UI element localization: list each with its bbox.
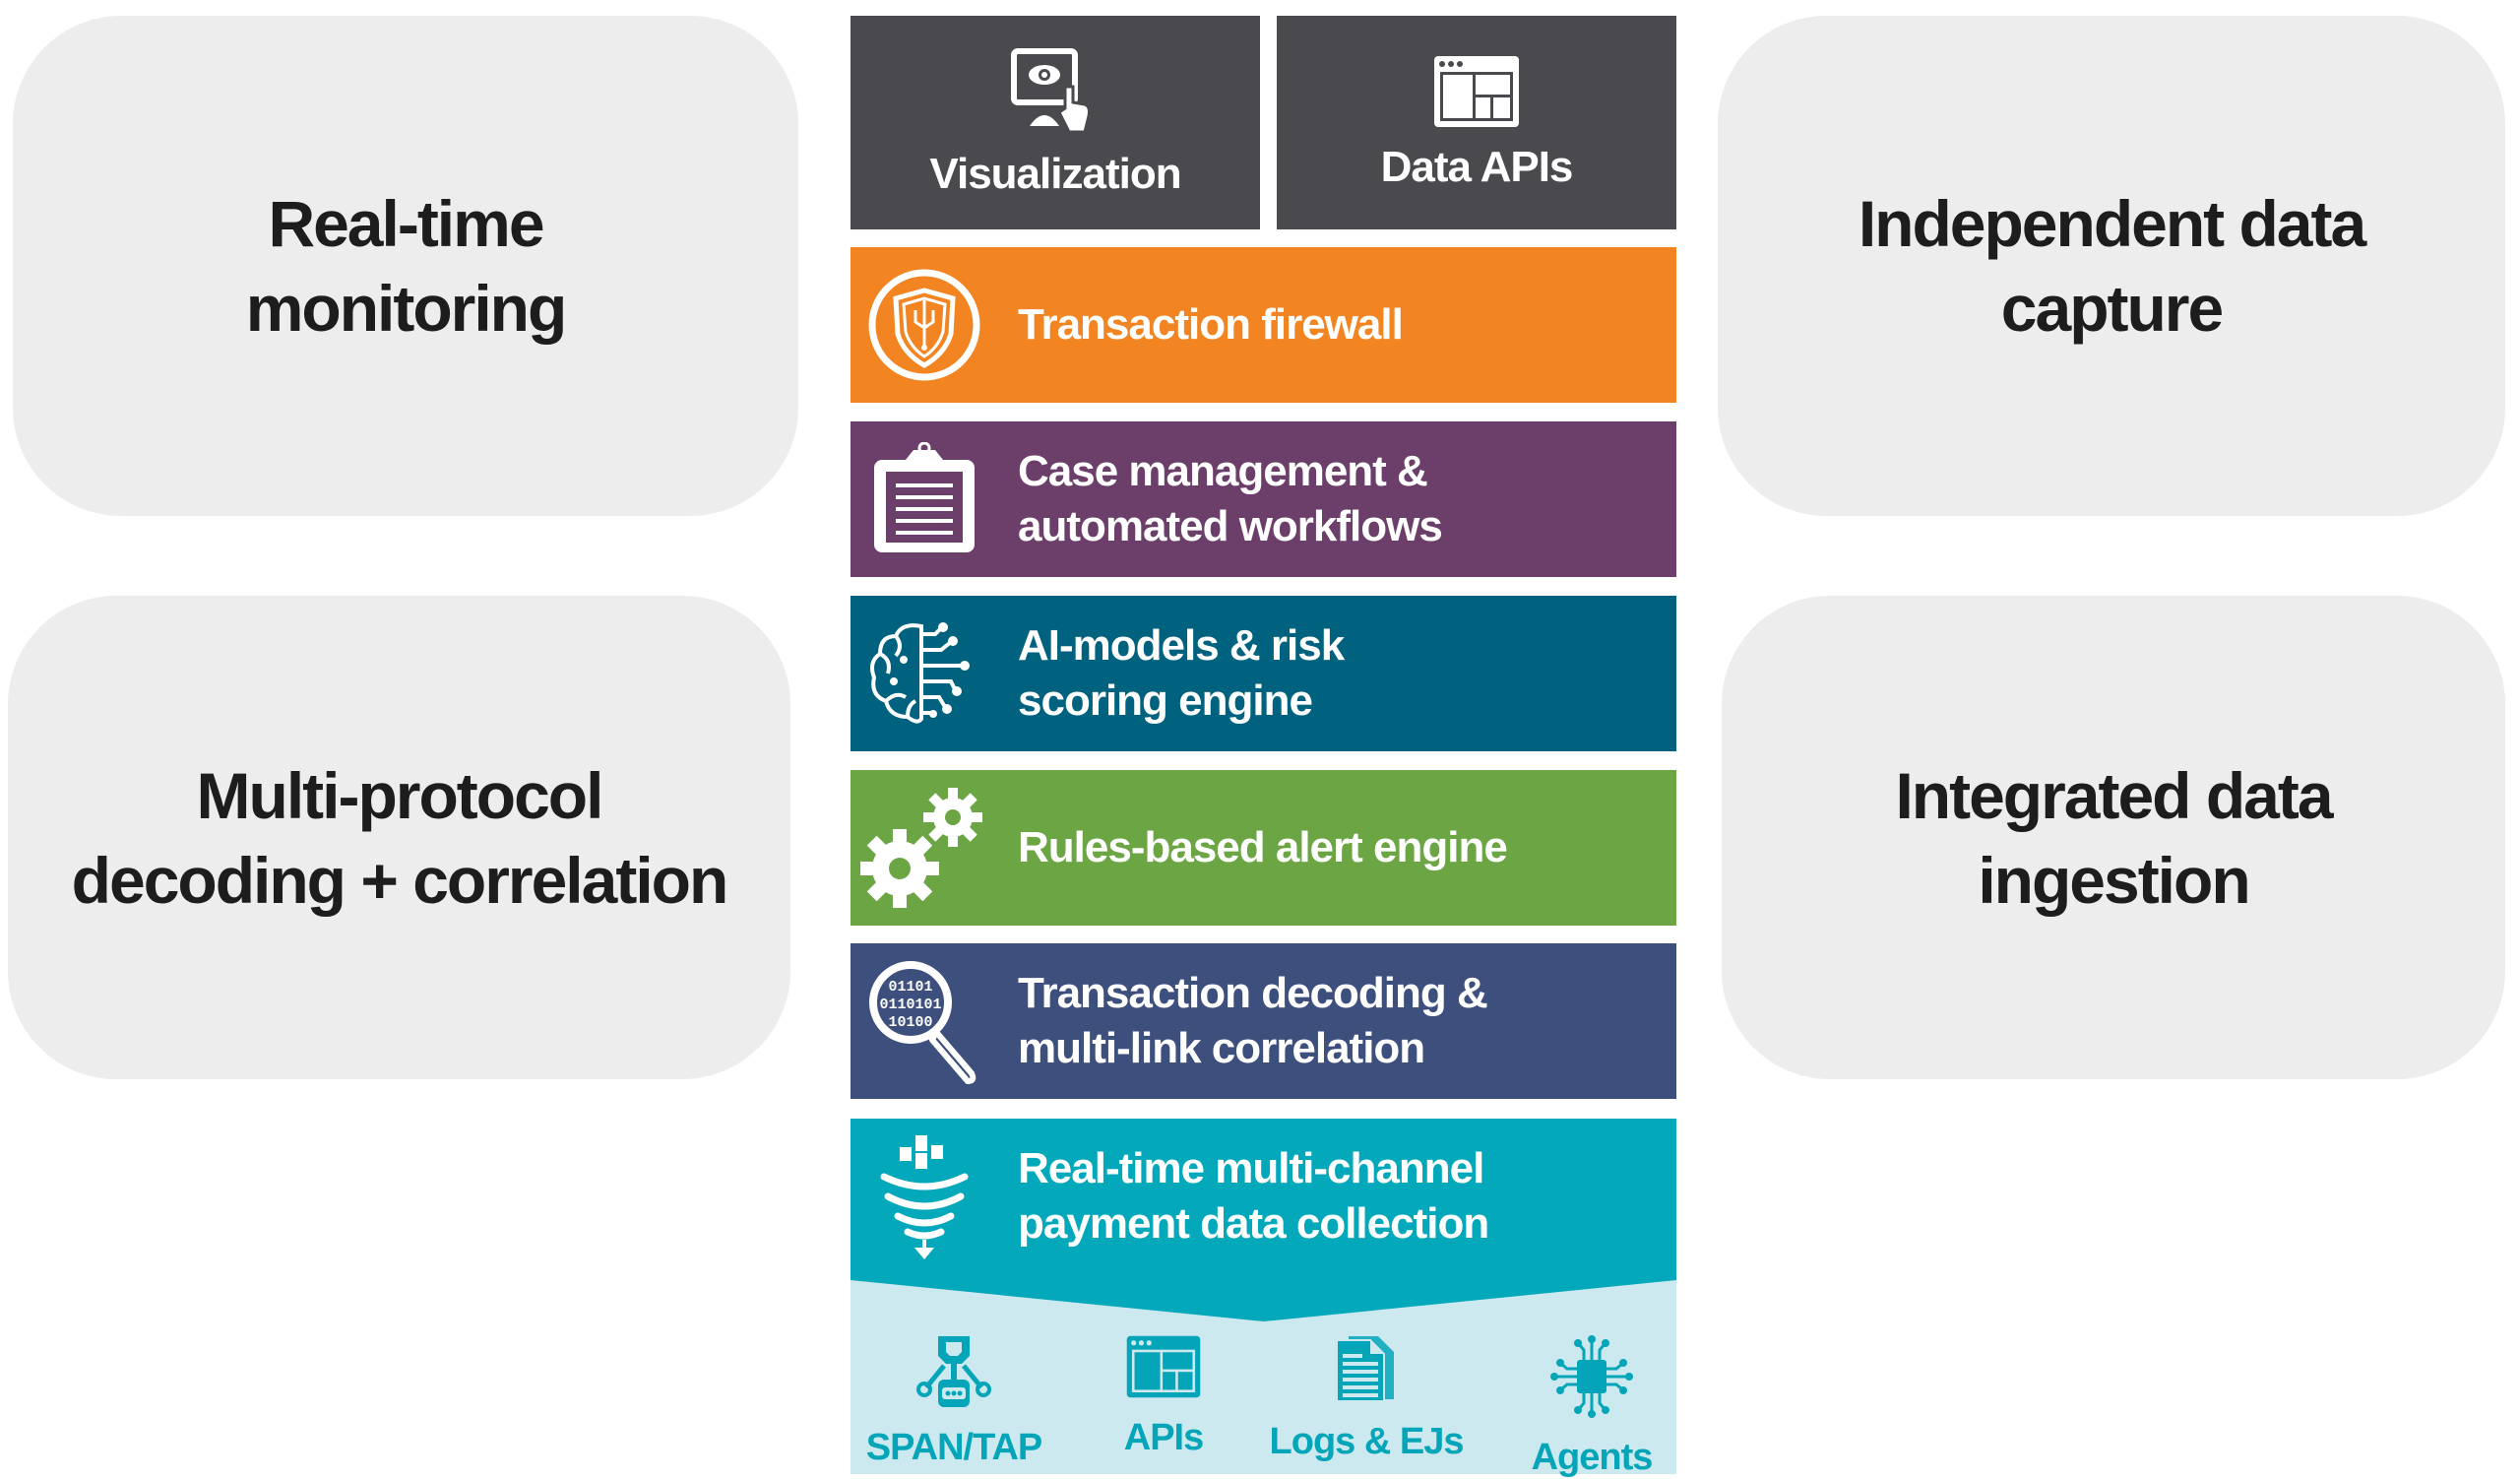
source-label: SPAN/TAP bbox=[865, 1427, 1042, 1468]
source-agents: Agents bbox=[1493, 1334, 1690, 1479]
layer-label: Case management & automated workflows bbox=[1018, 447, 1443, 550]
svg-text:10100: 10100 bbox=[888, 1014, 932, 1031]
layer-transaction-firewall: Transaction firewall bbox=[850, 247, 1676, 403]
tile-label: Visualization bbox=[929, 149, 1181, 198]
feature-multi-protocol-decoding: Multi-protocol decoding + correlation bbox=[8, 596, 790, 1079]
source-label: Logs & EJs bbox=[1269, 1421, 1465, 1462]
feature-label: Independent data capture bbox=[1858, 187, 2366, 345]
chip-icon bbox=[1550, 1335, 1633, 1418]
svg-text:01101: 01101 bbox=[888, 979, 932, 996]
clipboard-icon bbox=[874, 442, 975, 552]
tile-visualization: Visualization bbox=[850, 16, 1260, 229]
gears-icon bbox=[860, 788, 982, 908]
brain-circuit-icon bbox=[870, 622, 970, 724]
layer-rules-alert-engine: Rules-based alert engine bbox=[850, 770, 1676, 926]
feature-label: Integrated data ingestion bbox=[1895, 758, 2333, 917]
source-label: APIs bbox=[1123, 1417, 1204, 1458]
source-apis: APIs bbox=[1065, 1334, 1262, 1459]
funnel-binary-icon bbox=[880, 1135, 969, 1259]
feature-real-time-monitoring: Real-time monitoring bbox=[13, 16, 798, 516]
browser-window-icon bbox=[1434, 55, 1519, 127]
source-logs-ejs: Logs & EJs bbox=[1268, 1334, 1465, 1463]
layer-label: AI-models & risk scoring engine bbox=[1018, 621, 1345, 725]
feature-label: Real-time monitoring bbox=[245, 187, 568, 345]
source-label: Agents bbox=[1531, 1437, 1654, 1478]
layer-transaction-decoding: 01101 0110101 10100 Transaction decoding… bbox=[850, 943, 1676, 1099]
layer-label: Transaction decoding & multi-link correl… bbox=[1018, 969, 1488, 1072]
layer-label: Transaction firewall bbox=[1018, 300, 1404, 349]
layer-label: Rules-based alert engine bbox=[1018, 823, 1508, 871]
layer-ai-models: AI-models & risk scoring engine bbox=[850, 596, 1676, 751]
shield-circuit-icon bbox=[868, 269, 980, 381]
source-span-tap: SPAN/TAP bbox=[855, 1334, 1052, 1469]
browser-window-icon bbox=[1126, 1335, 1201, 1398]
magnifier-binary-icon: 01101 0110101 10100 bbox=[869, 961, 976, 1084]
layer-label: Real-time multi-channel payment data col… bbox=[1018, 1144, 1489, 1248]
tile-data-apis: Data APIs bbox=[1277, 16, 1676, 229]
feature-independent-data-capture: Independent data capture bbox=[1718, 16, 2505, 516]
feature-integrated-data-ingestion: Integrated data ingestion bbox=[1722, 596, 2505, 1079]
feature-label: Multi-protocol decoding + correlation bbox=[71, 758, 729, 917]
documents-icon bbox=[1336, 1336, 1394, 1402]
chevron-divider bbox=[850, 1119, 1676, 1321]
tile-label: Data APIs bbox=[1380, 142, 1574, 191]
layer-case-management: Case management & automated workflows bbox=[850, 421, 1676, 577]
network-tap-icon bbox=[916, 1336, 991, 1407]
layer-payment-data-collection: Real-time multi-channel payment data col… bbox=[850, 1119, 1676, 1321]
monitor-eye-touch-icon bbox=[1011, 47, 1091, 133]
svg-text:0110101: 0110101 bbox=[879, 997, 941, 1013]
